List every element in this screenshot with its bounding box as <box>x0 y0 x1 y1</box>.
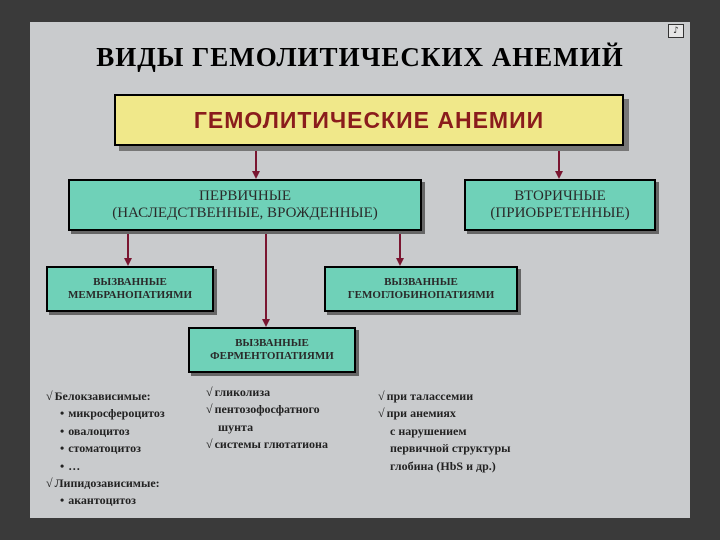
hemoglobinopathy-line1: ВЫЗВАННЫЕ <box>384 276 458 289</box>
connector-arrows <box>124 144 563 327</box>
enzymopathy-list: гликолиза пентозофосфатного шунта систем… <box>206 384 328 454</box>
list-item: стоматоцитоз <box>46 440 165 457</box>
secondary-box: ВТОРИЧНЫЕ (ПРИОБРЕТЕННЫЕ) <box>464 179 656 231</box>
list-item: системы глютатиона <box>206 436 328 453</box>
slide-title: ВИДЫ ГЕМОЛИТИЧЕСКИХ АНЕМИЙ <box>96 42 624 72</box>
slide: ♪ ВИДЫ ГЕМОЛИТИЧЕСКИХ АНЕМИЙ ГЕМОЛИТИЧЕС… <box>30 22 690 518</box>
list-item: первичной структуры <box>390 441 511 456</box>
list-item: акантоцитоз <box>46 492 165 509</box>
list-item: глобина (HbS и др.) <box>390 458 496 473</box>
primary-line2: (НАСЛЕДСТВЕННЫЕ, ВРОЖДЕННЫЕ) <box>112 205 378 221</box>
primary-line1: ПЕРВИЧНЫЕ <box>199 187 291 204</box>
list-item: при талассемии <box>378 388 510 405</box>
hemoglobinopathy-box: ВЫЗВАННЫЕ ГЕМОГЛОБИНОПАТИЯМИ <box>324 266 518 312</box>
list-item: шунта <box>218 419 254 434</box>
list-item: с нарушением <box>390 423 467 438</box>
enzymopathy-line2: ФЕРМЕНТОПАТИЯМИ <box>210 350 334 362</box>
list-item: гликолиза <box>206 384 328 401</box>
list-item: … <box>46 458 165 475</box>
list-item: Белокзависимые: <box>46 388 165 405</box>
membranopathy-list: Белокзависимые: микросфероцитоз овалоцит… <box>46 388 165 510</box>
list-item: пентозофосфатного <box>206 401 328 418</box>
sound-icon[interactable]: ♪ <box>668 24 684 38</box>
secondary-line2: (ПРИОБРЕТЕННЫЕ) <box>490 205 630 221</box>
enzymopathy-box: ВЫЗВАННЫЕ ФЕРМЕНТОПАТИЯМИ <box>188 327 356 373</box>
list-item: при анемиях <box>378 405 510 422</box>
secondary-line1: ВТОРИЧНЫЕ <box>514 187 606 204</box>
membranopathy-line1: ВЫЗВАННЫЕ <box>93 276 167 289</box>
list-item: овалоцитоз <box>46 423 165 440</box>
main-box-hemolytic-anemias: ГЕМОЛИТИЧЕСКИЕ АНЕМИИ <box>114 94 624 146</box>
hemoglobinopathy-list: при талассемии при анемиях с нарушением … <box>378 388 511 475</box>
hemoglobinopathy-line2: ГЕМОГЛОБИНОПАТИЯМИ <box>347 289 495 301</box>
membranopathy-box: ВЫЗВАННЫЕ МЕМБРАНОПАТИЯМИ <box>46 266 214 312</box>
enzymopathy-line1: ВЫЗВАННЫЕ <box>235 337 309 350</box>
list-item: микросфероцитоз <box>46 405 165 422</box>
membranopathy-line2: МЕМБРАНОПАТИЯМИ <box>67 289 193 301</box>
primary-box: ПЕРВИЧНЫЕ (НАСЛЕДСТВЕННЫЕ, ВРОЖДЕННЫЕ) <box>68 179 422 231</box>
list-item: Липидозависимые: <box>46 475 165 492</box>
